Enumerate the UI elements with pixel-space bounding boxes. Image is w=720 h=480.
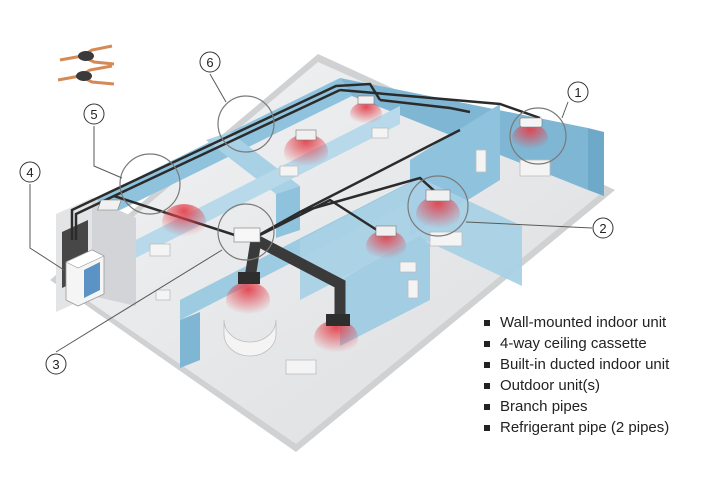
callout-2: 2 — [592, 217, 614, 239]
legend-label: Built-in ducted indoor unit — [500, 356, 670, 373]
duct-grille-icon — [238, 272, 260, 284]
legend-item: Built-in ducted indoor unit — [484, 354, 716, 375]
legend-item: 4-way ceiling cassette — [484, 333, 716, 354]
bullet-icon — [484, 361, 490, 368]
legend-label: Outdoor unit(s) — [500, 377, 601, 394]
callout-rings — [119, 95, 567, 261]
callout-number: 4 — [26, 165, 33, 180]
legend-label: Refrigerant pipe (2 pipes) — [500, 419, 670, 436]
ceiling-cassette-icon — [357, 95, 375, 105]
airflow-glows — [162, 102, 548, 356]
bullet-icon — [484, 340, 490, 347]
ceiling-cassette-icon — [425, 189, 451, 202]
legend-item: Refrigerant pipe (2 pipes) — [484, 417, 716, 438]
callout-5: 5 — [83, 103, 105, 125]
outdoor-unit-icon — [65, 249, 105, 307]
ceiling-cassette-icon — [375, 225, 397, 237]
bullet-icon — [484, 382, 490, 389]
legend-item: Wall-mounted indoor unit — [484, 312, 716, 333]
callout-3: 3 — [45, 353, 67, 375]
callout-6: 6 — [199, 51, 221, 73]
callout-4: 4 — [19, 161, 41, 183]
callout-number: 2 — [599, 221, 606, 236]
ceiling-cassette-icon — [295, 129, 317, 141]
callout-number: 6 — [206, 55, 213, 70]
branch-pipes-icon — [57, 44, 115, 86]
callout-number: 5 — [90, 107, 97, 122]
ceiling-cassette-icon — [97, 199, 122, 211]
duct-grille-icon — [326, 314, 350, 326]
bullet-icon — [484, 403, 490, 410]
bullet-icon — [484, 319, 490, 326]
legend-label: Wall-mounted indoor unit — [500, 314, 667, 331]
callout-number: 3 — [52, 357, 59, 372]
callout-1: 1 — [567, 81, 589, 103]
callout-leader-lines — [29, 73, 593, 353]
bullet-icon — [484, 424, 490, 431]
legend-label: 4-way ceiling cassette — [500, 335, 647, 352]
legend-item: Outdoor unit(s) — [484, 375, 716, 396]
wall-mounted-unit-icon — [519, 117, 543, 128]
legend-label: Branch pipes — [500, 398, 588, 415]
legend: Wall-mounted indoor unit 4-way ceiling c… — [484, 312, 716, 438]
ducted-unit-icon — [233, 227, 261, 243]
indoor-units — [97, 95, 543, 326]
callout-number: 1 — [574, 85, 581, 100]
legend-item: Branch pipes — [484, 396, 716, 417]
